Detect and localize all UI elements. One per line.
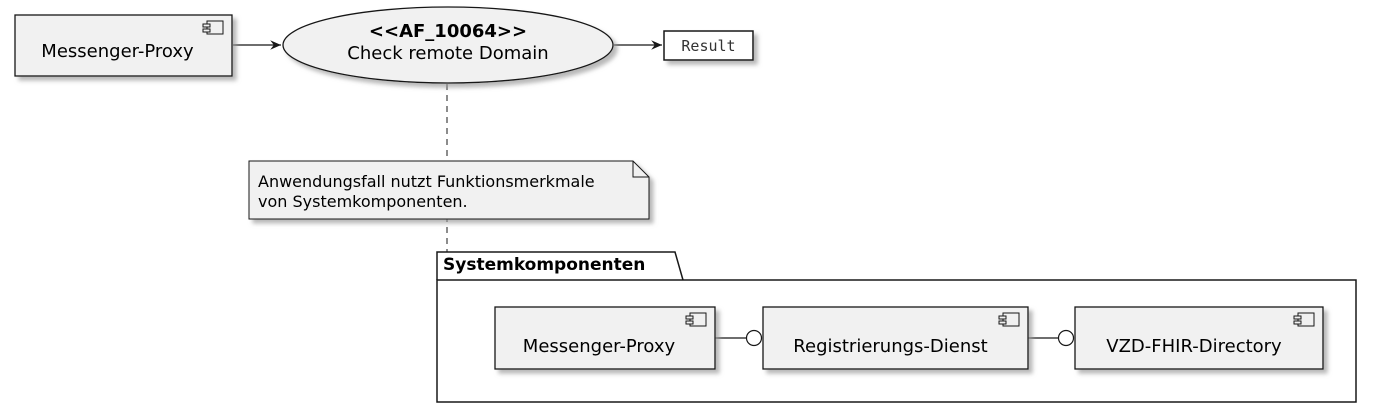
note-shape xyxy=(248,160,650,220)
component-icon xyxy=(685,312,707,327)
component-icon xyxy=(1293,312,1315,327)
component-label: Messenger-Proxy xyxy=(41,41,194,62)
interface-lollipop-registrierung xyxy=(745,329,763,347)
use-case-stereotype: <<AF_10064>> xyxy=(368,21,528,42)
component-registrierungs-dienst[interactable] xyxy=(762,306,1029,370)
result-label: Result xyxy=(681,37,736,55)
component-messenger-proxy-top[interactable] xyxy=(14,14,233,77)
component-vzd-fhir-directory[interactable] xyxy=(1074,306,1324,370)
component-label: Registrierungs-Dienst xyxy=(793,336,988,357)
component-icon xyxy=(202,20,224,35)
package-frame xyxy=(436,279,1357,403)
note-text-line-1: Anwendungsfall nutzt Funktionsmerkmale xyxy=(258,172,595,191)
note-fold xyxy=(632,161,649,178)
package-tab xyxy=(436,251,684,281)
use-case-title: Check remote Domain xyxy=(347,43,549,64)
interface-lollipop-vzd xyxy=(1057,329,1075,347)
note-text-line-2: von Systemkomponenten. xyxy=(258,192,468,211)
package-title: Systemkomponenten xyxy=(443,255,646,275)
component-icon xyxy=(998,312,1020,327)
component-label: VZD-FHIR-Directory xyxy=(1106,336,1282,357)
component-messenger-proxy[interactable] xyxy=(494,306,716,370)
component-label: Messenger-Proxy xyxy=(522,336,676,357)
result-box[interactable] xyxy=(663,30,754,61)
use-case-ellipse[interactable] xyxy=(282,6,614,84)
